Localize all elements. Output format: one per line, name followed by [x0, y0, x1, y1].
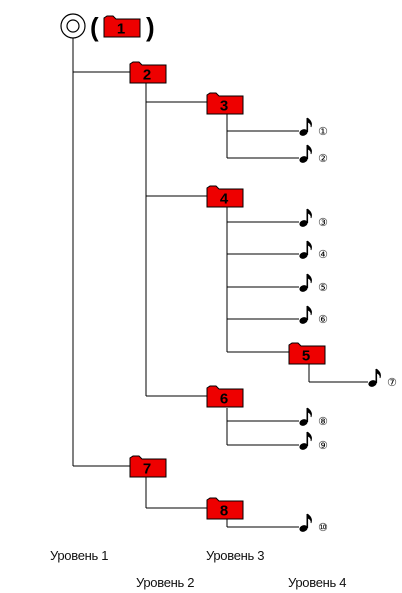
- track-number: ⑨: [318, 439, 328, 452]
- disc-icon: [60, 13, 86, 39]
- folder-icon: 5: [288, 342, 326, 365]
- music-note-icon: ⑨: [299, 431, 328, 452]
- folder-number: 4: [220, 191, 229, 208]
- track-number: ⑩: [318, 521, 328, 534]
- folders: 1 2 3 4 5 6 7 8: [103, 15, 326, 520]
- music-note-icon: ①: [299, 117, 328, 138]
- root-close-paren: ): [146, 12, 155, 42]
- music-note-icon: ⑤: [299, 273, 328, 294]
- folder-icon: 6: [206, 385, 244, 408]
- track-number: ④: [318, 248, 328, 261]
- root-open-paren: (: [90, 12, 99, 42]
- level-4-label: Уровень 4: [288, 575, 347, 590]
- music-note-icon: ⑧: [299, 407, 328, 428]
- folder-number: 3: [220, 98, 228, 115]
- folder-icon: 7: [129, 455, 167, 478]
- level-1-label: Уровень 1: [50, 548, 109, 563]
- tracks: ① ② ③ ④ ⑤ ⑥ ⑦ ⑧ ⑨ ⑩: [299, 117, 397, 534]
- folder-number: 1: [117, 21, 125, 38]
- level-2-label: Уровень 2: [136, 575, 195, 590]
- folder-icon: 2: [129, 61, 167, 84]
- track-number: ②: [318, 152, 328, 165]
- track-number: ③: [318, 216, 328, 229]
- track-number: ⑥: [318, 313, 328, 326]
- folder-number: 5: [302, 348, 310, 365]
- track-number: ①: [318, 125, 328, 138]
- folder-number: 8: [220, 503, 228, 520]
- folder-icon: 4: [206, 185, 244, 208]
- connector-lines: [72, 38, 368, 528]
- music-note-icon: ②: [299, 144, 328, 165]
- folder-number: 2: [143, 67, 151, 84]
- folder-number: 6: [220, 391, 228, 408]
- folder-number: 7: [143, 461, 151, 478]
- folder-icon: 8: [206, 497, 244, 520]
- track-number: ⑧: [318, 415, 328, 428]
- music-note-icon: ⑥: [299, 305, 328, 326]
- track-number: ⑦: [387, 376, 397, 389]
- music-note-icon: ③: [299, 208, 328, 229]
- music-note-icon: ⑦: [368, 368, 397, 389]
- music-note-icon: ④: [299, 240, 328, 261]
- music-note-icon: ⑩: [299, 513, 328, 534]
- folder-icon: 3: [206, 92, 244, 115]
- folder-icon: 1: [103, 15, 141, 38]
- level-3-label: Уровень 3: [206, 548, 265, 563]
- track-number: ⑤: [318, 281, 328, 294]
